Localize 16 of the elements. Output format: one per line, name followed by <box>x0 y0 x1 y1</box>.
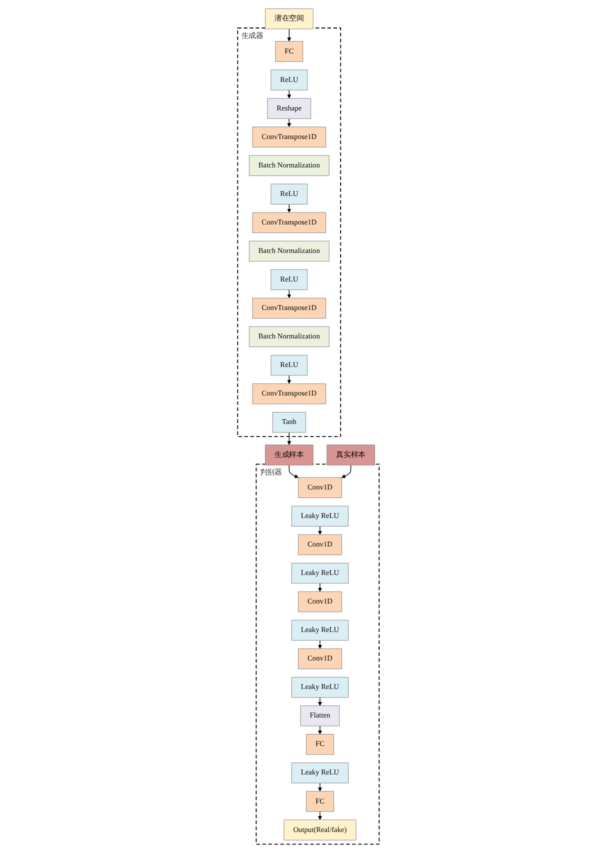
arrow <box>318 526 322 535</box>
arrow <box>341 464 351 478</box>
arrow <box>318 811 322 820</box>
arrow <box>286 204 291 213</box>
arrow <box>318 782 322 792</box>
arrow <box>318 697 322 706</box>
arrow <box>286 290 291 298</box>
arrow <box>286 118 291 128</box>
arrow <box>286 432 291 446</box>
arrow <box>286 90 291 99</box>
arrow <box>286 375 291 384</box>
arrow <box>318 583 322 592</box>
arrow <box>288 464 298 478</box>
arrow <box>286 28 291 42</box>
arrow <box>318 640 322 649</box>
arrow <box>318 726 322 734</box>
